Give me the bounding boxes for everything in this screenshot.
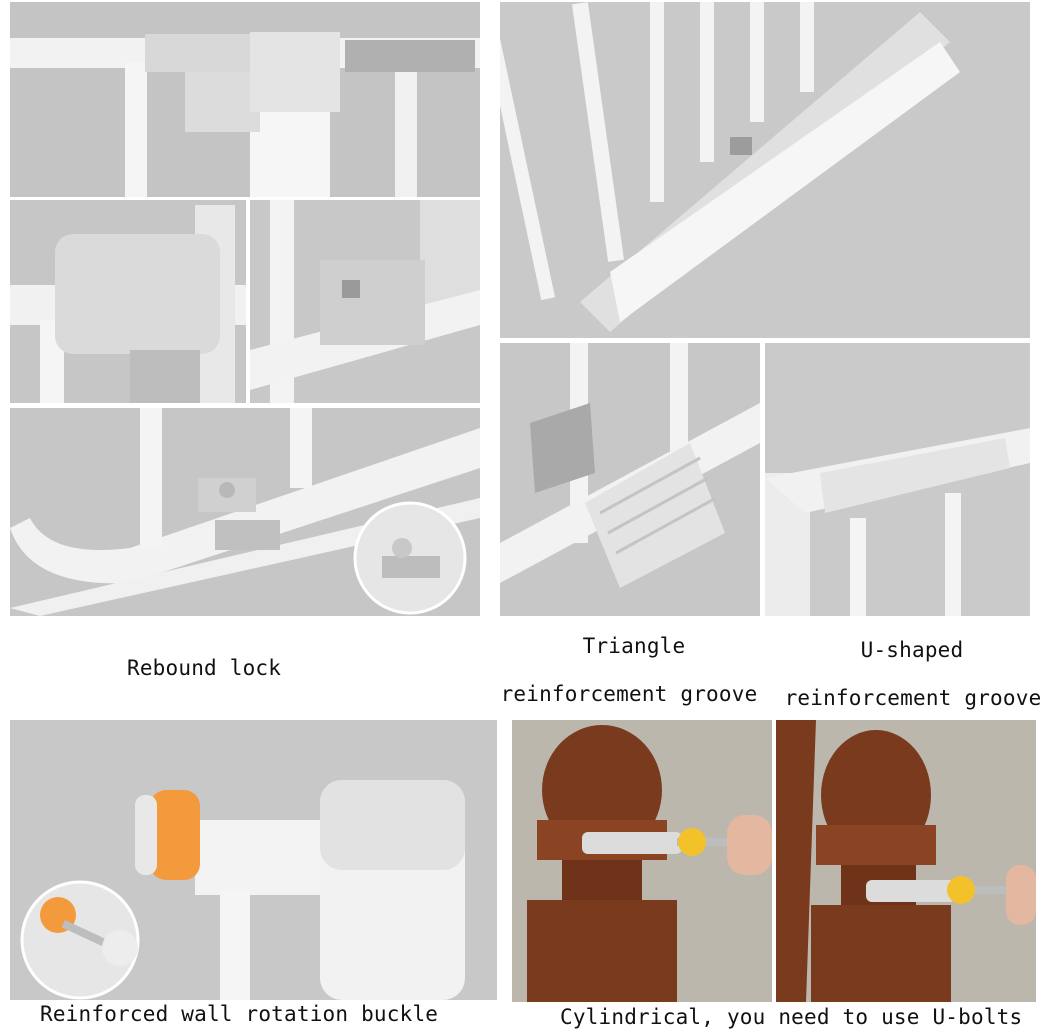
photo-newel-post-2: [776, 720, 1036, 1002]
caption-ushaped-line1: U-shaped: [860, 638, 964, 662]
photo-hinge-side: [10, 200, 246, 403]
caption-triangle-line1: Triangle: [582, 634, 686, 658]
caption-rebound-lock: Rebound lock: [127, 656, 282, 680]
caption-wall-buckle: Reinforced wall rotation buckle: [40, 1002, 439, 1026]
photo-gate-base: [500, 2, 1030, 338]
photo-triangle-groove: [500, 343, 760, 616]
photo-hinge-top: [10, 2, 480, 197]
photo-u-shaped-groove: [765, 343, 1030, 616]
photo-wall-buckle: [10, 720, 497, 1000]
caption-triangle-line2: reinforcement groove: [500, 682, 758, 706]
caption-cylindrical: Cylindrical, you need to use U-bolts: [560, 1005, 1023, 1029]
photo-newel-post-1: [512, 720, 772, 1002]
photo-rebound-lock: [10, 408, 480, 616]
caption-ushaped-line2: reinforcement groove: [784, 686, 1042, 710]
photo-clip: [250, 200, 480, 403]
